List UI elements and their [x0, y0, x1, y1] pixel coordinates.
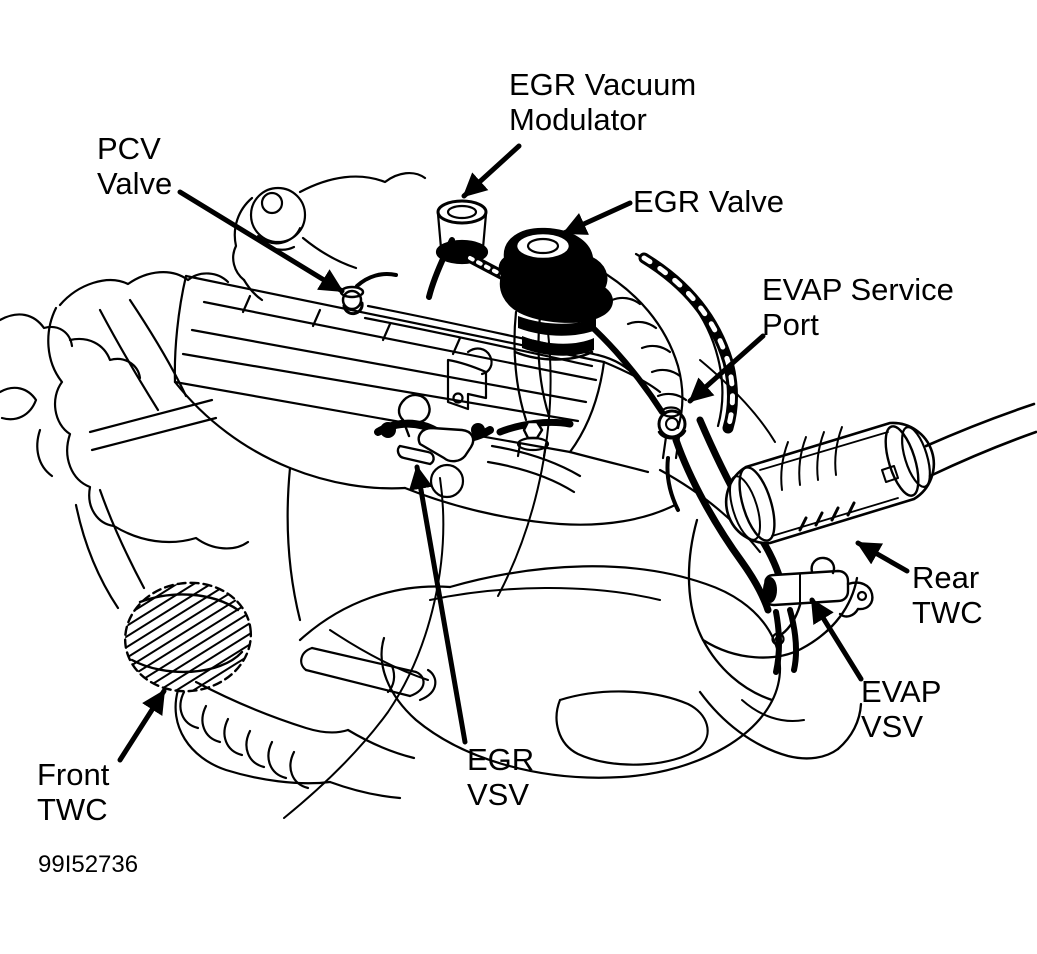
arrow-evap-vsv: [809, 597, 864, 682]
callout-egr-vsv: EGR VSV: [467, 742, 535, 812]
arrow-rear-twc: [855, 540, 910, 574]
callout-pcv-valve: PCV Valve: [97, 131, 173, 201]
figure-code: 99I52736: [38, 851, 139, 878]
callout-evap-service-port: EVAP Service Port: [762, 272, 954, 342]
front-twc-part: [123, 581, 253, 693]
egr-vacuum-modulator-part: [426, 199, 489, 300]
pcv-valve-part: [339, 272, 398, 316]
callout-evap-vsv: EVAP VSV: [861, 674, 942, 744]
arrow-evap-service-port: [687, 333, 766, 404]
callout-arrows: [117, 143, 910, 763]
underbody-floor: [687, 518, 863, 760]
exhaust-flex-pipe: [174, 680, 416, 800]
egr-pipe-nut: [496, 418, 574, 458]
rear-twc-part: [699, 359, 1037, 545]
egr-valve-part: [498, 227, 613, 422]
callout-rear-twc: Rear TWC: [912, 560, 983, 630]
intake-air-tube: [594, 252, 738, 434]
evap-service-port-part: [657, 406, 687, 512]
callout-front-twc: Front TWC: [37, 757, 110, 827]
evap-vsv-part: [762, 556, 874, 646]
engine-mount-boss: [232, 172, 427, 302]
arrow-front-twc: [117, 688, 167, 763]
arrow-egr-vsv: [408, 464, 468, 745]
engine-block-mid: [173, 331, 762, 819]
callout-egr-vacuum-modulator: EGR Vacuum Modulator: [509, 67, 697, 137]
arrow-pcv-valve: [177, 189, 345, 294]
egr-vsv-part: [374, 393, 582, 494]
transaxle-lower: [298, 565, 782, 779]
callout-egr-valve: EGR Valve: [633, 184, 785, 219]
intake-manifold-left: [0, 271, 250, 610]
arrow-egr-valve: [561, 200, 633, 236]
arrow-egr-vacuum-modulator: [461, 143, 522, 199]
